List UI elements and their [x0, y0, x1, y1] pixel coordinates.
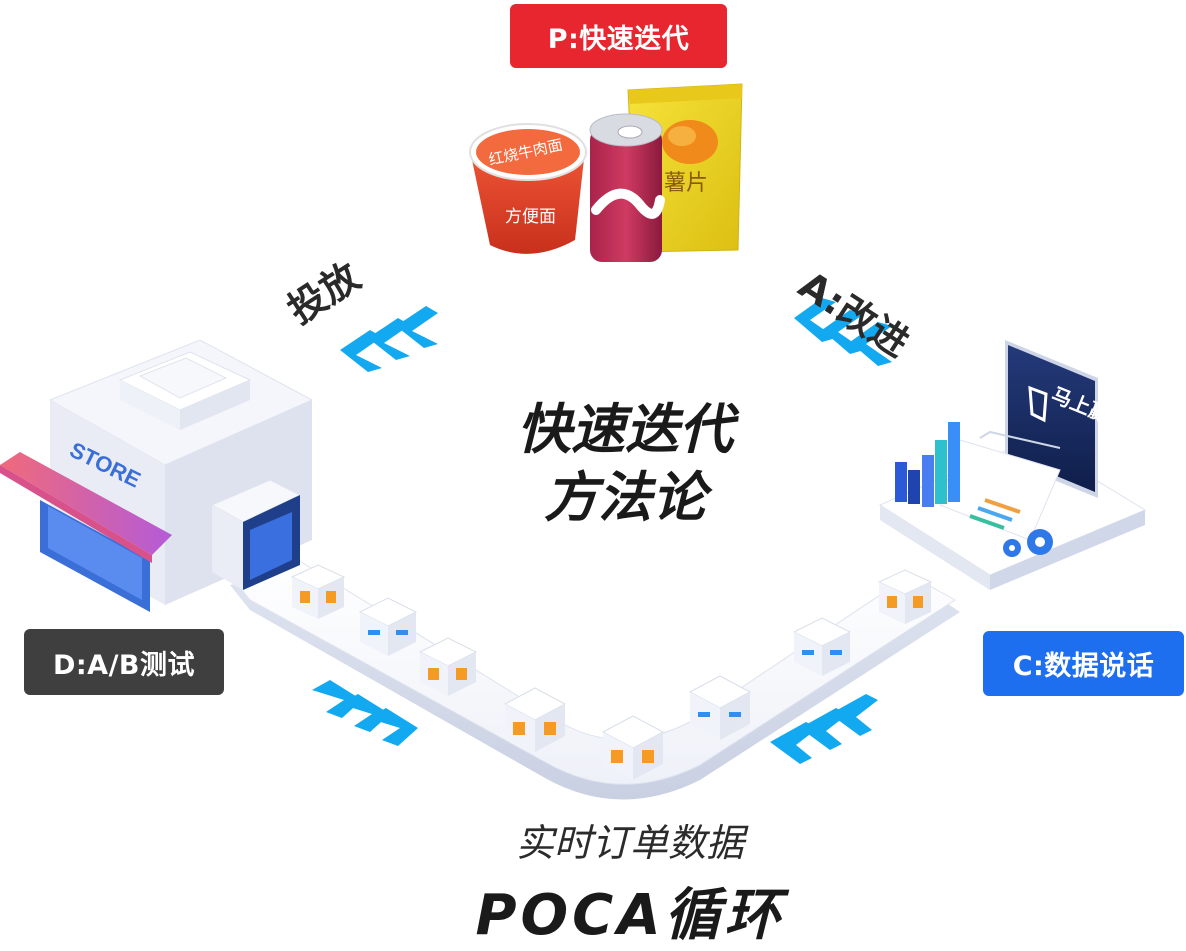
package-box — [503, 687, 567, 752]
arrow-improve-icon — [794, 298, 892, 366]
poca-title: POCA循环 — [475, 883, 785, 948]
store-building — [0, 339, 314, 612]
package-box — [792, 617, 852, 676]
products-illustration — [469, 83, 743, 262]
package-box — [418, 637, 478, 696]
package-box — [290, 564, 346, 619]
package-box — [688, 675, 752, 740]
package-box — [601, 715, 665, 780]
order-data-caption: 实时订单数据 — [515, 821, 744, 865]
belt-boxes — [290, 564, 933, 780]
noodle-side-label: 方便面 — [505, 207, 556, 227]
analytics-platform — [878, 340, 1147, 590]
label-c-data: C:数据说话 — [983, 631, 1184, 696]
center-title-line1: 快速迭代 — [517, 398, 733, 461]
package-box — [877, 569, 933, 624]
label-p-iterate: P:快速迭代 — [510, 4, 727, 68]
package-box — [358, 597, 418, 656]
arrow-deliver-icon — [340, 306, 438, 372]
center-title-line2: 方法论 — [544, 466, 706, 529]
arrow-bottom-left-icon — [312, 680, 418, 746]
chips-label: 薯片 — [664, 171, 708, 196]
label-d-ab-test: D:A/B测试 — [24, 629, 224, 695]
arrow-bottom-right-icon — [770, 694, 878, 764]
